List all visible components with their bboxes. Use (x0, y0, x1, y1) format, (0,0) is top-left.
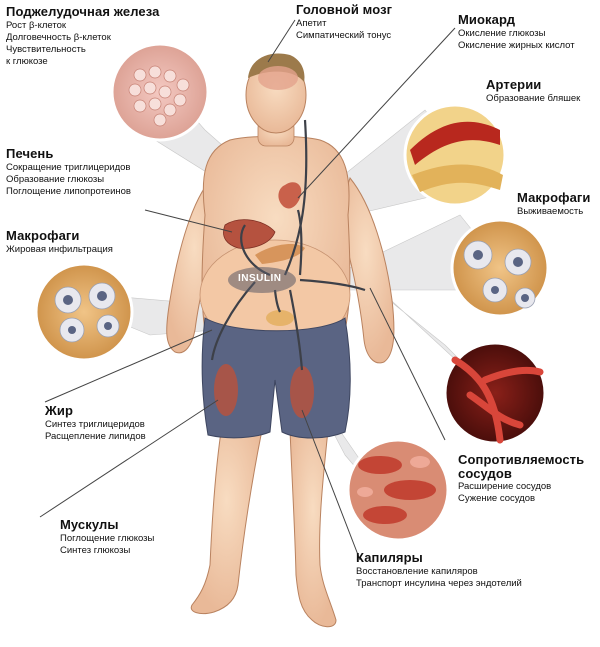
zoom-vessels (443, 341, 547, 445)
label-macrophages-left: Макрофаги Жировая инфильтрация (6, 228, 113, 256)
label-myocard-line: Окисление жирных кислот (458, 40, 575, 51)
label-pancreas: Поджелудочная железа Рост β-клеток Долго… (6, 4, 159, 68)
label-muscles: Мускулы Поглощение глюкозы Синтез глюкоз… (60, 517, 154, 557)
label-brain-line: Симпатический тонус (296, 30, 392, 41)
label-liver-line: Поглощение липопротеинов (6, 186, 131, 197)
label-macrophages-left-title: Макрофаги (6, 228, 80, 243)
insulin-cloud (228, 267, 296, 293)
zoom-arteries (403, 103, 507, 207)
label-capillaries-title: Капиляры (356, 550, 423, 565)
label-macrophages-right-title: Макрофаги (517, 190, 591, 205)
zoom-capillaries (346, 438, 450, 542)
label-arteries-line: Образование бляшек (486, 93, 581, 104)
label-liver-line: Сокращение триглицеридов (6, 162, 131, 173)
label-brain-line: Апетит (296, 18, 327, 29)
label-myocard: Миокард Окисление глюкозы Окисление жирн… (458, 12, 575, 52)
label-liver: Печень Сокращение триглицеридов Образова… (6, 146, 131, 198)
human-body (166, 53, 395, 628)
label-capillaries-line: Транспорт инсулина через эндотелий (356, 578, 522, 589)
label-liver-line: Образование глюкозы (6, 174, 105, 185)
label-pancreas-line: Чувствительность (6, 44, 86, 55)
label-pancreas-line: Рост β-клеток (6, 20, 67, 31)
label-muscles-line: Синтез глюкозы (60, 545, 131, 556)
label-capillaries-line: Восстановление капиляров (356, 566, 478, 577)
label-macrophages-left-line: Жировая инфильтрация (6, 244, 113, 255)
label-arteries-title: Артерии (486, 77, 542, 92)
label-brain: Головной мозг Апетит Симпатический тонус (296, 2, 392, 42)
label-fat: Жир Синтез триглицеридов Расщепление лип… (45, 403, 146, 443)
label-fat-line: Синтез триглицеридов (45, 419, 145, 430)
label-fat-line: Расщепление липидов (45, 431, 146, 442)
label-vessels-line: Сужение сосудов (458, 493, 536, 504)
zoom-pancreas (110, 42, 210, 142)
label-macrophages-right-line: Выживаемость (517, 206, 584, 217)
label-pancreas-title: Поджелудочная железа (6, 4, 160, 19)
pointer-lines (39, 19, 456, 561)
label-pancreas-line: Долговечность β-клеток (6, 32, 111, 43)
label-macrophages-right: Макрофаги Выживаемость (517, 190, 591, 218)
label-myocard-title: Миокард (458, 12, 516, 27)
label-capillaries: Капиляры Восстановление капиляров Трансп… (356, 550, 522, 590)
label-liver-title: Печень (6, 146, 54, 161)
label-muscles-line: Поглощение глюкозы (60, 533, 155, 544)
zoom-macrophages-right (450, 218, 550, 318)
zoom-macrophages-left (34, 262, 134, 362)
label-muscles-title: Мускулы (60, 517, 119, 532)
label-pancreas-line: к глюкозе (6, 56, 48, 67)
label-myocard-line: Окисление глюкозы (458, 28, 546, 39)
label-fat-title: Жир (45, 403, 73, 418)
label-arteries: Артерии Образование бляшек (486, 77, 580, 105)
insulin-label: INSULIN (238, 273, 282, 284)
label-vessels-line: Расширение сосудов (458, 481, 552, 492)
label-brain-title: Головной мозг (296, 2, 393, 17)
